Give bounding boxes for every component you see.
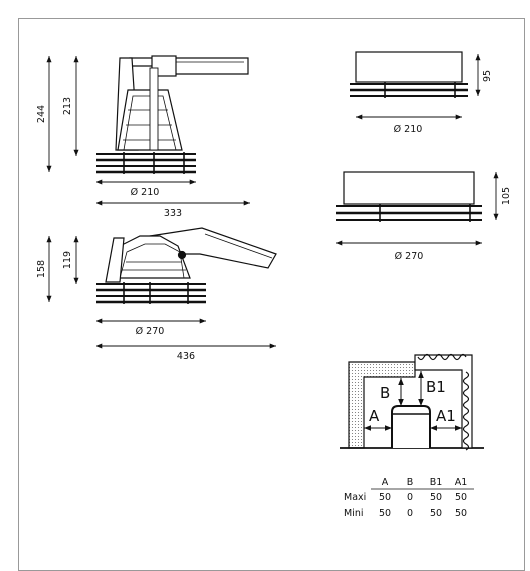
table-row-maxi-label: Maxi [344,492,366,503]
product-a-dimensions [46,56,250,206]
table-cell: 0 [407,492,413,503]
side-small-height: 95 [482,70,493,82]
side-view-large [336,171,482,222]
table-cell: 50 [379,492,391,503]
clearance-diagram [340,353,484,451]
page-border [18,18,525,571]
table-cell: 50 [455,492,467,503]
product-b-drawing [96,227,277,304]
table-header-a: A [382,477,389,488]
product-a-diameter: Ø 210 [131,187,160,198]
product-a-height-total: 244 [36,105,47,123]
table-cell: 50 [430,492,442,503]
clearance-table: A B B1 A1 Maxi 50 0 50 50 Mini 50 0 50 5… [344,477,474,519]
product-b-height-body: 119 [62,251,73,269]
side-view-small-dimensions [356,54,481,120]
product-b-length: 436 [177,351,195,362]
table-header-b1: B1 [430,477,443,488]
product-a-length: 333 [164,208,182,219]
side-large-diameter: Ø 270 [395,251,424,262]
table-header-b: B [407,477,414,488]
product-a-drawing [96,55,249,174]
table-cell: 50 [455,508,467,519]
clearance-arrows [364,371,462,431]
clearance-label-b1: B1 [426,378,446,396]
clearance-label-b: B [380,384,390,402]
table-row-mini-label: Mini [344,508,364,519]
product-b-height-total: 158 [36,260,47,278]
side-small-diameter: Ø 210 [394,124,423,135]
table-cell: 50 [379,508,391,519]
table-header-a1: A1 [455,477,468,488]
product-b-dimensions [46,236,276,349]
side-view-small [350,51,468,98]
product-a-height-body: 213 [62,97,73,115]
product-b-diameter: Ø 270 [136,326,165,337]
side-view-large-dimensions [336,172,499,246]
side-large-height: 105 [501,187,512,205]
table-cell: 50 [430,508,442,519]
table-cell: 0 [407,508,413,519]
clearance-label-a: A [369,407,380,425]
clearance-label-a1: A1 [436,407,456,425]
